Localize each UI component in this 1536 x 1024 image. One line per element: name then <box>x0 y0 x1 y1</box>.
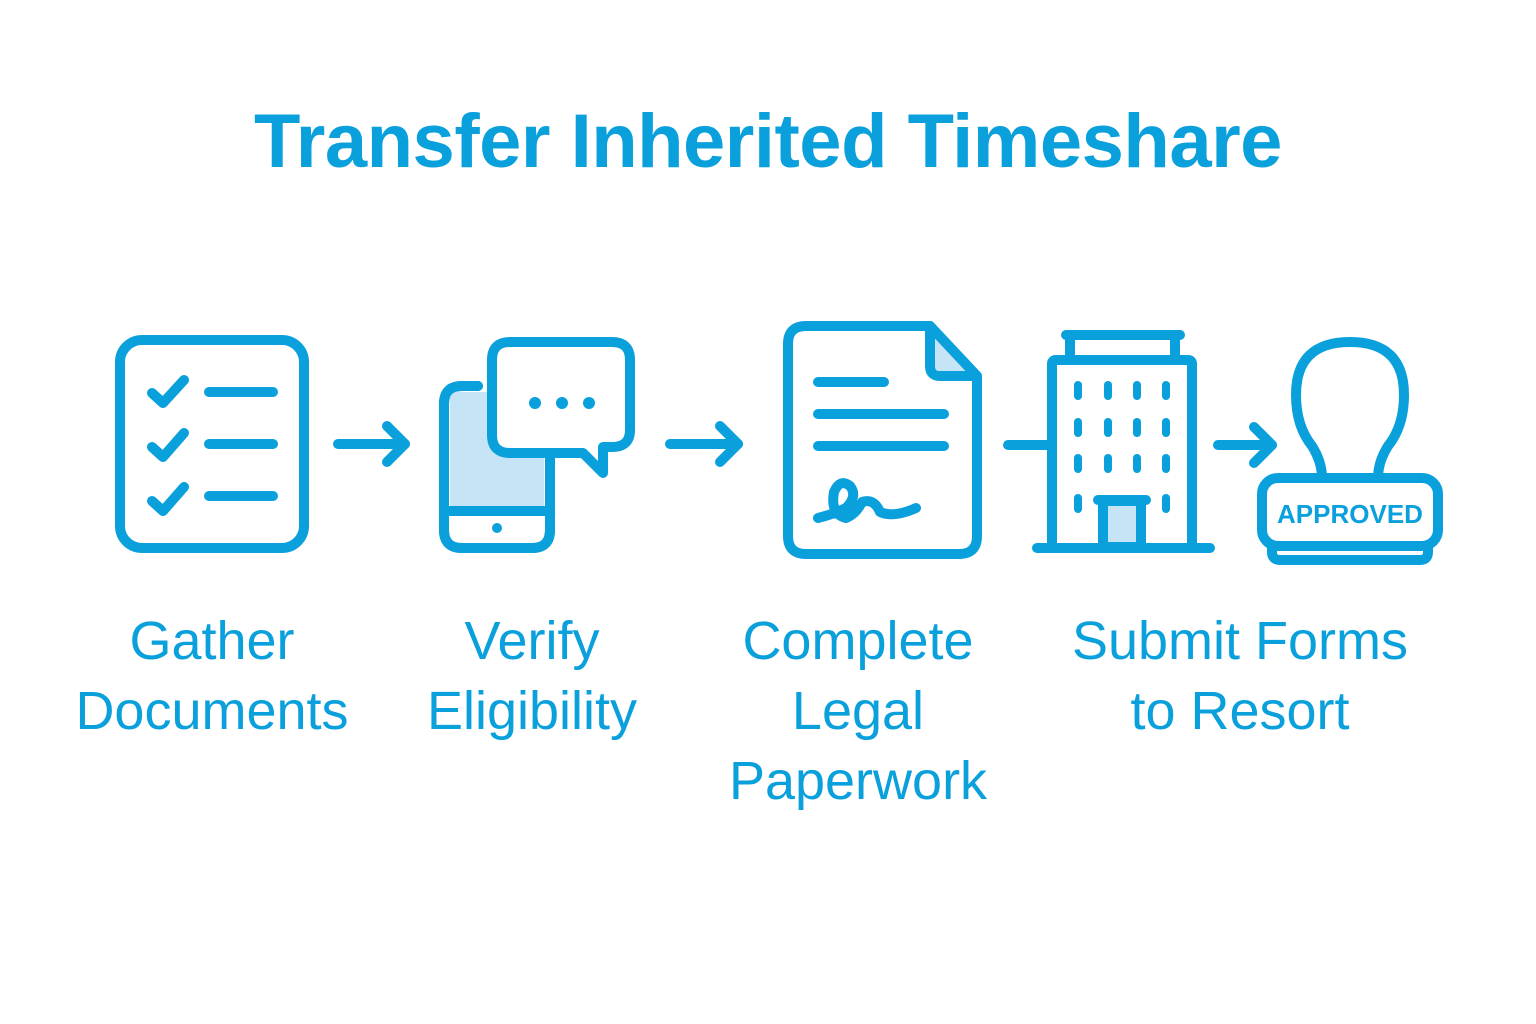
step-label-verify-eligibility: Verify Eligibility <box>392 606 672 746</box>
label-line: Eligibility <box>426 681 638 741</box>
approved-stamp-icon: APPROVED <box>1257 337 1443 565</box>
page-title: Transfer Inherited Timeshare <box>254 99 1282 184</box>
checklist-icon <box>115 335 309 553</box>
arrow-right-icon <box>1213 422 1277 468</box>
step-label-submit-forms: Submit Forms to Resort <box>1040 606 1440 746</box>
arrow-right-icon <box>665 421 743 467</box>
building-icon <box>1032 330 1215 553</box>
arrow-right-icon <box>333 421 410 467</box>
label-line: to Resort <box>1130 681 1350 741</box>
label-line: Gather <box>129 611 295 671</box>
label-line: Documents <box>75 681 349 741</box>
label-line: Complete <box>742 611 974 671</box>
label-line: Verify <box>464 611 600 671</box>
step-label-gather-documents: Gather Documents <box>52 606 372 746</box>
step-label-complete-legal-paperwork: Complete Legal Paperwork <box>700 606 1016 816</box>
stamp-text: APPROVED <box>1277 499 1423 529</box>
label-line: Paperwork <box>728 751 988 811</box>
label-line: Legal <box>791 681 925 741</box>
phone-chat-icon <box>439 337 635 553</box>
label-line: Submit Forms <box>1071 611 1409 671</box>
signed-document-icon <box>783 321 982 559</box>
